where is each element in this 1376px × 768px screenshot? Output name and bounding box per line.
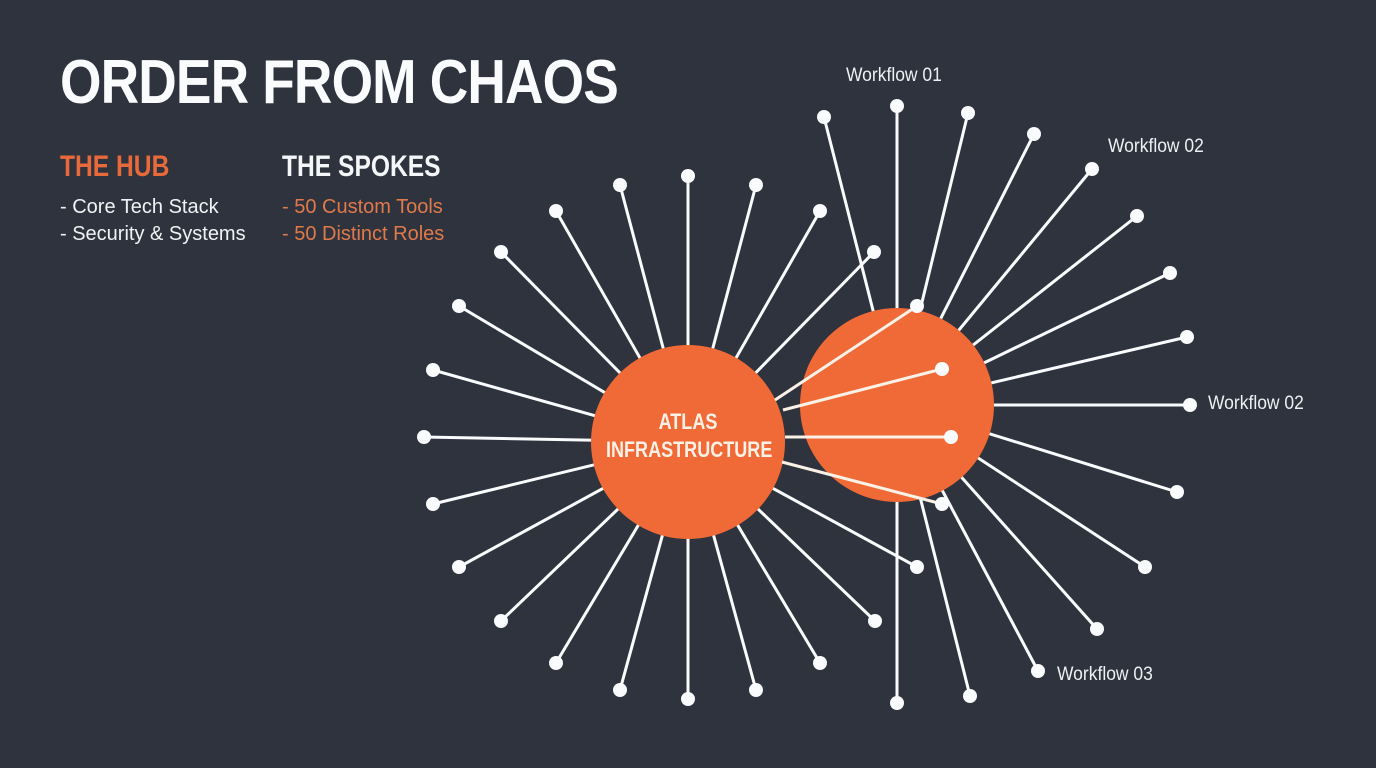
- hub-list: - Core Tech Stack - Security & Systems: [60, 194, 246, 248]
- hub-label: ATLAS INFRASTRUCTURE: [606, 408, 773, 464]
- spoke-endpoints: [417, 99, 1197, 710]
- hub-item: - Core Tech Stack: [60, 196, 219, 218]
- hub-node: [591, 345, 785, 539]
- spokes-item: - 50 Distinct Roles: [282, 223, 445, 245]
- hub-section: THE HUB - Core Tech Stack - Security & S…: [60, 152, 246, 248]
- spokes-section: THE SPOKES - 50 Custom Tools - 50 Distin…: [282, 152, 475, 248]
- hub-heading: THE HUB: [60, 150, 170, 183]
- workflow-label-right: Workflow 02: [1208, 393, 1304, 414]
- page-title: ORDER FROM CHAOS: [60, 48, 619, 117]
- secondary-node: [800, 308, 994, 502]
- spokes-list: - 50 Custom Tools - 50 Distinct Roles: [282, 194, 475, 248]
- spokes-heading: THE SPOKES: [282, 150, 441, 183]
- hub-label-line2: INFRASTRUCTURE: [606, 437, 773, 462]
- workflow-label-bottom-right: Workflow 03: [1057, 664, 1153, 685]
- crossing-spokes: [774, 304, 951, 506]
- hub-label-line1: ATLAS: [658, 409, 718, 434]
- workflow-label-upper-right: Workflow 02: [1108, 136, 1204, 157]
- hub-item: - Security & Systems: [60, 223, 246, 245]
- spokes-item: - 50 Custom Tools: [282, 196, 443, 218]
- workflow-label-top: Workflow 01: [846, 65, 942, 86]
